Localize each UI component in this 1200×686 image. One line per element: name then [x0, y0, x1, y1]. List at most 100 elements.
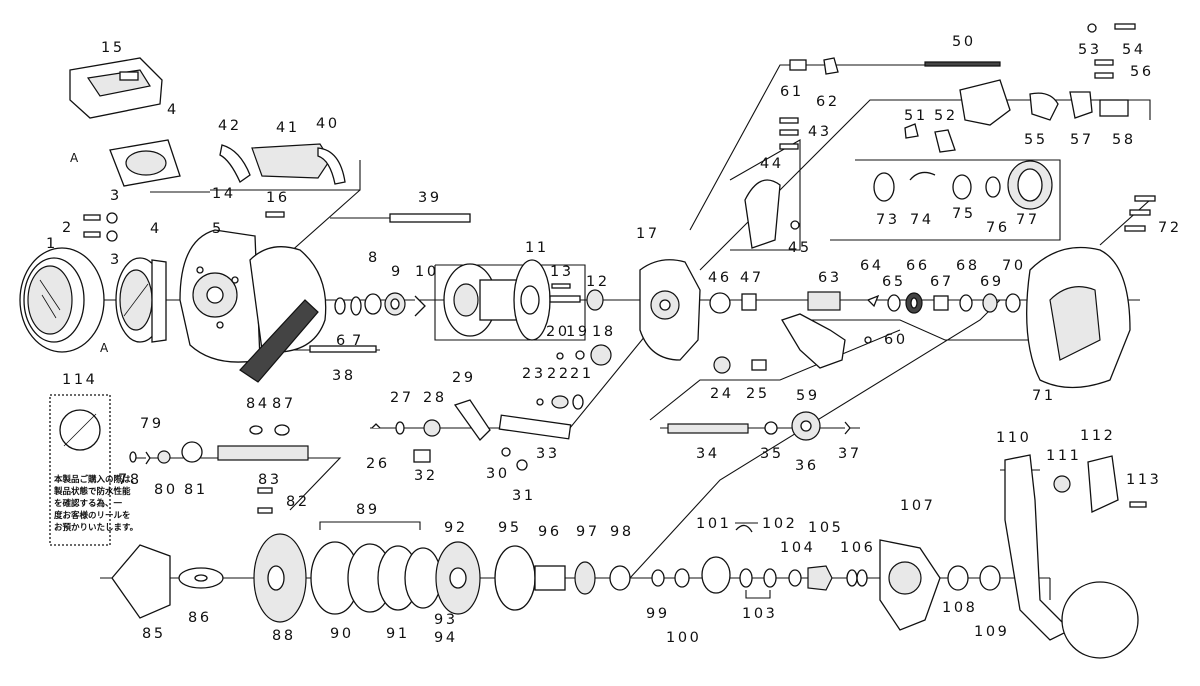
- ref-label-a-bottom: A: [100, 341, 109, 355]
- part-2-3-screws: [83, 212, 118, 242]
- label-111: 111: [1046, 448, 1081, 464]
- label-33: 33: [536, 446, 560, 462]
- label-56: 56: [1130, 64, 1154, 80]
- label-39: 39: [418, 190, 442, 206]
- label-70: 70: [1002, 258, 1026, 274]
- part-114-notice-text: 本製品ご購入の際は、 製品状態で防水性能 を確認する為、一 度お客様のリールを …: [53, 474, 139, 533]
- label-84: 84: [246, 396, 270, 412]
- label-59: 59: [796, 388, 820, 404]
- label-16: 16: [266, 190, 290, 206]
- part-4-cover: [115, 257, 167, 343]
- label-69: 69: [980, 274, 1004, 290]
- label-30: 30: [486, 466, 510, 482]
- notice-line-5: お預かりいたします。: [54, 522, 138, 533]
- label-113: 113: [1126, 472, 1161, 488]
- label-1: 1: [46, 236, 58, 252]
- label-24: 24: [710, 386, 734, 402]
- label-88: 88: [272, 628, 296, 644]
- label-40: 40: [316, 116, 340, 132]
- label-112: 112: [1080, 428, 1115, 444]
- label-96: 96: [538, 524, 562, 540]
- label-13: 13: [550, 264, 574, 280]
- part-38-39-shafts: [309, 213, 471, 353]
- label-104: 104: [780, 540, 815, 556]
- notice-line-3: を確認する為、一: [54, 498, 123, 509]
- label-21: 21: [570, 366, 594, 382]
- label-37: 37: [838, 446, 862, 462]
- label-66: 66: [906, 258, 930, 274]
- label-38: 38: [332, 368, 356, 384]
- part-50-58: [904, 23, 1136, 153]
- label-29: 29: [452, 370, 476, 386]
- part-73-77: [873, 160, 1053, 210]
- label-73: 73: [876, 212, 900, 228]
- label-14: 14: [212, 186, 236, 202]
- label-105: 105: [808, 520, 843, 536]
- label-25: 25: [746, 386, 770, 402]
- label-23: 23: [522, 366, 546, 382]
- label-65: 65: [882, 274, 906, 290]
- part-114-notice: [49, 394, 111, 546]
- label-6: 6: [336, 333, 348, 349]
- label-78: 78: [118, 472, 142, 488]
- label-107: 107: [900, 498, 935, 514]
- ref-label-a-top: A: [70, 151, 79, 165]
- notice-line-4: 度お客様のリールを: [54, 510, 131, 521]
- label-27: 27: [390, 390, 414, 406]
- label-7: 7: [352, 333, 364, 349]
- label-94: 94: [434, 630, 458, 646]
- label-108: 108: [942, 600, 977, 616]
- label-62: 62: [816, 94, 840, 110]
- label-35: 35: [760, 446, 784, 462]
- label-18: 18: [592, 324, 616, 340]
- part-17-frame: [639, 259, 701, 361]
- label-4a: 4: [167, 102, 179, 118]
- label-51: 51: [904, 108, 928, 124]
- label-67: 67: [930, 274, 954, 290]
- label-86: 86: [188, 610, 212, 626]
- label-50: 50: [952, 34, 976, 50]
- part-18-23-gears: [536, 344, 612, 410]
- label-109: 109: [974, 624, 1009, 640]
- label-60: 60: [884, 332, 908, 348]
- part-110-113-handle: [1004, 454, 1147, 659]
- label-68: 68: [956, 258, 980, 274]
- part-1-side-cover: [19, 247, 105, 353]
- label-32: 32: [414, 468, 438, 484]
- label-82: 82: [286, 494, 310, 510]
- part-61-62: [789, 57, 839, 75]
- label-79: 79: [140, 416, 164, 432]
- part-26-33: [371, 399, 572, 471]
- label-5: 5: [212, 221, 224, 237]
- label-110: 110: [996, 430, 1031, 446]
- label-12: 12: [586, 274, 610, 290]
- part-96-100: [534, 561, 690, 595]
- label-103: 103: [742, 606, 777, 622]
- label-26: 26: [366, 456, 390, 472]
- label-89: 89: [356, 502, 380, 518]
- label-31: 31: [512, 488, 536, 504]
- part-34-37-shaft: [667, 411, 851, 441]
- part-43-47: [709, 117, 800, 314]
- label-114: 114: [62, 372, 97, 388]
- label-85: 85: [142, 626, 166, 642]
- label-47: 47: [740, 270, 764, 286]
- label-28: 28: [423, 390, 447, 406]
- label-102: 102: [762, 516, 797, 532]
- label-100: 100: [666, 630, 701, 646]
- part-78-83: [129, 424, 309, 514]
- label-95: 95: [498, 520, 522, 536]
- label-80: 80: [154, 482, 178, 498]
- label-97: 97: [576, 524, 600, 540]
- label-71: 71: [1032, 388, 1056, 404]
- part-71-72-body: [1026, 195, 1156, 389]
- label-20: 20: [546, 324, 570, 340]
- label-46: 46: [708, 270, 732, 286]
- label-53: 53: [1078, 42, 1102, 58]
- part-63-70-stack: [807, 291, 1021, 314]
- label-92: 92: [444, 520, 468, 536]
- label-10: 10: [415, 264, 439, 280]
- label-11: 11: [525, 240, 549, 256]
- label-83: 83: [258, 472, 282, 488]
